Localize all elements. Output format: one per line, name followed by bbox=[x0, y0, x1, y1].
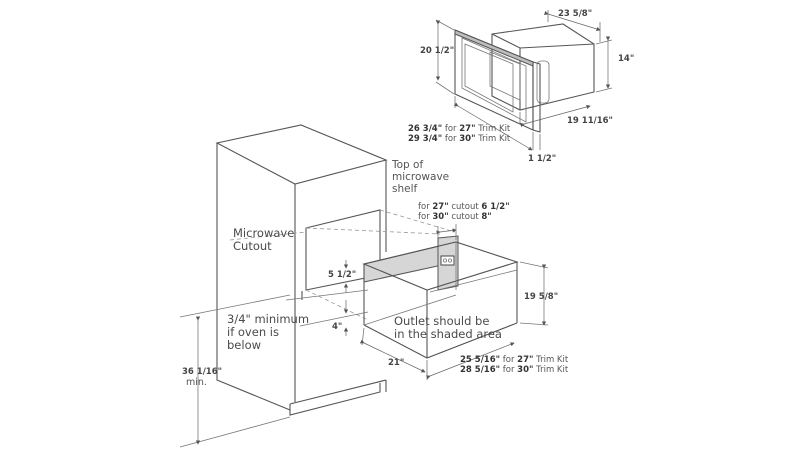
shelf-label: Top of microwave shelf bbox=[392, 159, 450, 195]
cutout-offset-30: for 30" cutout 8" bbox=[418, 212, 492, 222]
trim-width-27: 26 3/4" for 27" Trim Kit bbox=[408, 124, 511, 134]
trim-width-30: 29 3/4" for 30" Trim Kit bbox=[408, 134, 511, 144]
trim-thickness-label: 1 1/2" bbox=[528, 154, 557, 164]
cutout-offset-27: for 27" cutout 6 1/2" bbox=[418, 202, 510, 212]
floor-height-sub: min. bbox=[186, 377, 207, 388]
box-depth-label: 21" bbox=[388, 358, 405, 368]
minimum-note: 3/4" minimum if oven is below bbox=[227, 312, 310, 352]
microwave-cutout-label: Microwave Cutout bbox=[233, 226, 295, 253]
cabinet-drawing bbox=[179, 124, 549, 448]
box-height-label: 19 5/8" bbox=[524, 292, 559, 302]
floor-height-label: 36 1/16" bbox=[182, 367, 223, 377]
box-width-30: 28 5/16" for 30" Trim Kit bbox=[460, 365, 569, 375]
box-width-27: 25 5/16" for 27" Trim Kit bbox=[460, 355, 569, 365]
side-depth-label: 19 11/16" bbox=[567, 116, 613, 126]
lower-gap-label: 4" bbox=[332, 322, 343, 332]
microwave-drawing bbox=[435, 10, 613, 151]
microwave-height-label: 14" bbox=[618, 54, 635, 64]
trim-height-label: 20 1/2" bbox=[420, 46, 455, 56]
outlet-note: Outlet should be in the shaded area bbox=[394, 314, 502, 341]
gap-label: 5 1/2" bbox=[328, 270, 357, 280]
microwave-depth-label: 23 5/8" bbox=[558, 9, 593, 19]
